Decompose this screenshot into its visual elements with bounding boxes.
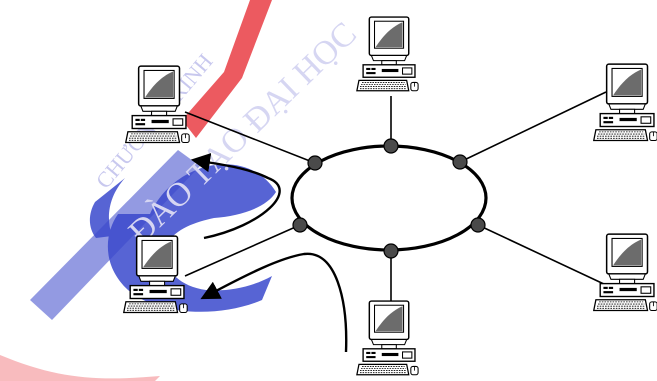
- desktop-computer-icon: [592, 63, 657, 142]
- desktop-computer-icon: [356, 16, 419, 92]
- link-upper-right: [459, 91, 607, 163]
- watermark-blue-stroke: [30, 150, 200, 320]
- watermark-red-underline: [0, 355, 160, 381]
- arrows: [190, 153, 348, 353]
- ring-nodes: [292, 138, 486, 259]
- ring-node-left: [292, 217, 308, 233]
- ring-node-right: [470, 217, 486, 233]
- link-lower-left: [184, 224, 301, 277]
- link-lower-right: [477, 224, 607, 286]
- desktop-computer-icon: [356, 300, 419, 376]
- watermark-red-stroke: [182, 0, 272, 138]
- ring-node-top: [383, 138, 399, 154]
- ring-node-upper-left: [307, 155, 323, 171]
- ring-node-bottom: [383, 243, 399, 259]
- watermark: CHƯƠNG TRÌNH ĐÀO TẠO ĐẠI HỌC: [0, 0, 364, 381]
- ring-node-upper-right: [452, 154, 468, 170]
- desktop-computer-icon: [592, 233, 657, 312]
- links: [184, 91, 607, 303]
- curved-arrow-upper-left: [190, 153, 281, 240]
- curved-arrow-lower-left: [200, 252, 348, 353]
- link-upper-left: [184, 111, 316, 164]
